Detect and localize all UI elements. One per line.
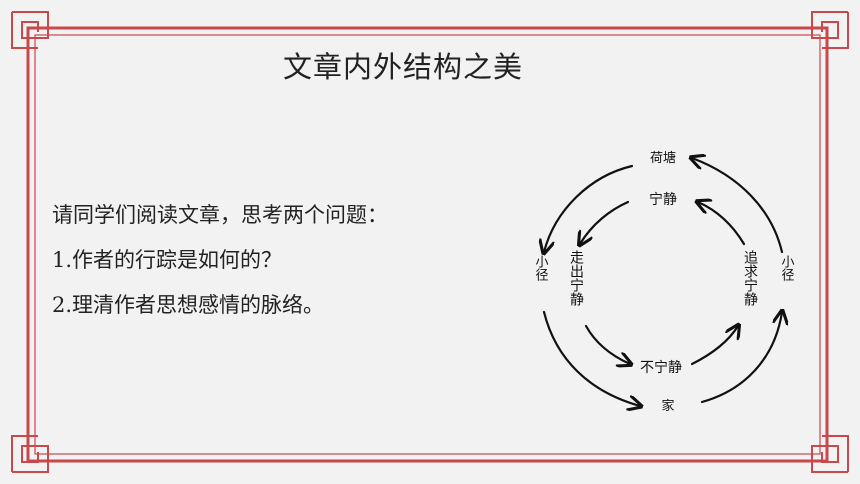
outer-arrow-top-right xyxy=(692,158,784,254)
label-outer-top: 荷塘 xyxy=(650,150,676,166)
question-list: 请同学们阅读文章，思考两个问题： 1.作者的行踪是如何的？ 2.理清作者思想感情… xyxy=(52,202,388,337)
label-inner-bottom: 不宁静 xyxy=(640,359,682,376)
label-inner-left: 走出宁静 xyxy=(568,250,584,306)
structure-cycle-diagram: 荷塘 小径 小径 家 宁静 走出宁静 追求宁静 不宁静 xyxy=(533,150,795,414)
question-1: 1.作者的行踪是如何的？ xyxy=(52,248,283,272)
inner-arrow-top-right xyxy=(698,202,746,246)
label-inner-right: 追求宁静 xyxy=(742,250,758,306)
inner-arrow-bottom-left xyxy=(584,324,630,364)
question-prompt: 请同学们阅读文章，思考两个问题： xyxy=(52,203,388,227)
question-2: 2.理清作者思想感情的脉络。 xyxy=(52,293,325,317)
label-inner-top: 宁静 xyxy=(649,191,677,208)
outer-arrow-top-left xyxy=(544,164,634,252)
outer-arrow-bottom-left xyxy=(542,310,640,406)
inner-arrow-bottom-right xyxy=(690,326,738,366)
label-outer-bottom: 家 xyxy=(661,398,674,414)
label-outer-right: 小径 xyxy=(779,255,795,281)
inner-arrow-top-left xyxy=(580,200,630,244)
label-outer-left: 小径 xyxy=(533,255,549,281)
slide-title: 文章内外结构之美 xyxy=(282,50,523,84)
outer-arrow-bottom-right xyxy=(700,312,782,404)
